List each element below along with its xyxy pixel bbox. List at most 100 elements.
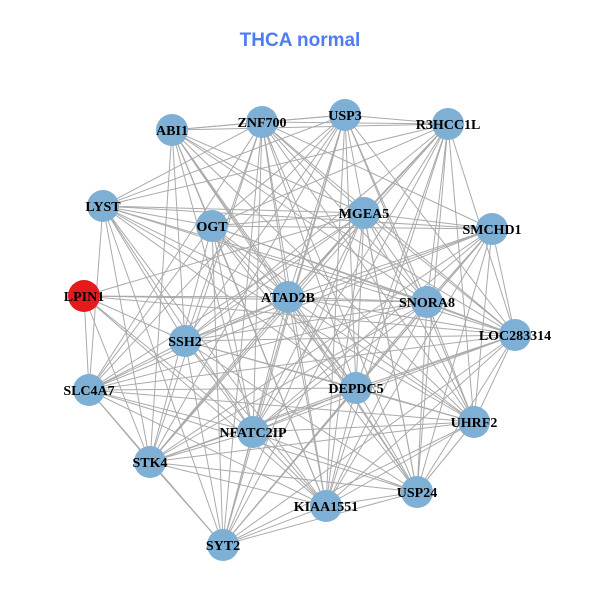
node-label: ATAD2B	[261, 291, 315, 306]
edge-USP3-UHRF2	[344, 114, 475, 423]
node-circle	[156, 114, 188, 146]
edge-OGT-ATAD2B	[211, 225, 289, 298]
node-KIAA1551[interactable]: KIAA1551	[294, 490, 359, 522]
node-OGT[interactable]: OGT	[196, 210, 228, 242]
edge-ATAD2B-SSH2	[184, 296, 289, 342]
edge-SMCHD1-SSH2	[184, 228, 493, 342]
node-UHRF2[interactable]: UHRF2	[451, 406, 498, 438]
node-R3HCC1L[interactable]: R3HCC1L	[416, 108, 481, 140]
edge-ZNF700-USP24	[261, 121, 418, 493]
edge-LOC283314-UHRF2	[473, 334, 516, 423]
edge-UHRF2-SYT2	[222, 421, 475, 546]
edge-ZNF700-SYT2	[222, 121, 263, 546]
edge-MGEA5-SMCHD1	[363, 212, 493, 230]
edge-LOC283314-NFATC2IP	[252, 334, 516, 433]
edge-ABI1-SNORA8	[171, 129, 428, 303]
edge-LPIN1-NFATC2IP	[83, 295, 254, 433]
node-circle	[68, 280, 100, 312]
edge-NFATC2IP-KIAA1551	[252, 431, 327, 507]
edge-SSH2-SLC4A7	[88, 340, 186, 391]
edge-NFATC2IP-UHRF2	[252, 421, 475, 433]
edge-LPIN1-STK4	[83, 295, 151, 463]
node-SLC4A7[interactable]: SLC4A7	[63, 374, 115, 406]
edge-layer	[83, 114, 516, 546]
node-NFATC2IP[interactable]: NFATC2IP	[219, 416, 287, 448]
node-circle	[458, 406, 490, 438]
edge-MGEA5-SNORA8	[363, 212, 428, 303]
edge-R3HCC1L-SSH2	[184, 123, 449, 342]
node-circle	[411, 286, 443, 318]
edge-STK4-USP24	[149, 461, 418, 493]
node-USP24[interactable]: USP24	[397, 476, 437, 508]
edge-LOC283314-SYT2	[222, 334, 516, 546]
node-DEPDC5[interactable]: DEPDC5	[328, 372, 384, 404]
edge-DEPDC5-UHRF2	[355, 387, 475, 423]
node-circle	[310, 490, 342, 522]
node-ABI1[interactable]: ABI1	[156, 114, 188, 146]
node-SMCHD1[interactable]: SMCHD1	[462, 213, 522, 245]
node-label: KIAA1551	[294, 500, 359, 515]
node-label: SLC4A7	[63, 384, 114, 399]
node-label: USP3	[328, 109, 361, 124]
node-LOC283314[interactable]: LOC283314	[479, 319, 551, 351]
node-SSH2[interactable]: SSH2	[168, 325, 202, 357]
edge-DEPDC5-USP24	[355, 387, 418, 493]
edge-USP3-LYST	[102, 114, 346, 207]
edge-SNORA8-SLC4A7	[88, 301, 428, 391]
edge-R3HCC1L-OGT	[211, 123, 449, 227]
edge-USP3-R3HCC1L	[344, 114, 449, 125]
edge-LYST-LOC283314	[102, 205, 516, 336]
node-circle	[272, 281, 304, 313]
edge-SLC4A7-NFATC2IP	[88, 389, 254, 433]
edge-LYST-MGEA5	[102, 205, 365, 214]
edge-LYST-STK4	[102, 205, 151, 463]
node-LYST[interactable]: LYST	[85, 190, 121, 222]
edge-LYST-SMCHD1	[102, 205, 493, 230]
edge-ATAD2B-KIAA1551	[287, 296, 327, 507]
edge-SNORA8-UHRF2	[426, 301, 475, 423]
node-circle	[73, 374, 105, 406]
edge-ZNF700-LOC283314	[261, 121, 516, 336]
node-label: STK4	[132, 456, 167, 471]
edge-R3HCC1L-NFATC2IP	[252, 123, 449, 433]
node-STK4[interactable]: STK4	[132, 446, 168, 478]
node-SYT2[interactable]: SYT2	[206, 529, 240, 561]
node-MGEA5[interactable]: MGEA5	[339, 197, 390, 229]
edge-SMCHD1-UHRF2	[473, 228, 493, 423]
edge-UHRF2-KIAA1551	[325, 421, 475, 507]
figure-title: THCA normal	[239, 30, 361, 51]
edge-ABI1-LOC283314	[171, 129, 516, 336]
edge-SSH2-USP24	[184, 340, 418, 493]
node-circle	[169, 325, 201, 357]
edge-ZNF700-LYST	[102, 121, 263, 207]
edge-USP3-SNORA8	[344, 114, 428, 303]
edge-SMCHD1-LOC283314	[491, 228, 516, 336]
edge-SSH2-NFATC2IP	[184, 340, 254, 433]
edge-LPIN1-LOC283314	[83, 295, 516, 336]
node-label: DEPDC5	[328, 382, 383, 397]
edge-R3HCC1L-KIAA1551	[325, 123, 449, 507]
edge-ATAD2B-STK4	[149, 296, 289, 463]
node-SNORA8[interactable]: SNORA8	[399, 286, 455, 318]
node-circle	[499, 319, 531, 351]
edge-LYST-UHRF2	[102, 205, 475, 423]
node-ZNF700[interactable]: ZNF700	[238, 106, 287, 138]
edge-MGEA5-NFATC2IP	[252, 212, 365, 433]
edge-STK4-SYT2	[149, 461, 224, 546]
node-USP3[interactable]: USP3	[328, 99, 362, 131]
edge-ABI1-NFATC2IP	[171, 129, 254, 433]
node-label: SMCHD1	[462, 223, 521, 238]
edge-ABI1-MGEA5	[171, 129, 365, 214]
edge-DEPDC5-SYT2	[222, 387, 357, 546]
node-label: NFATC2IP	[219, 426, 287, 441]
edge-R3HCC1L-DEPDC5	[355, 123, 449, 389]
node-LPIN1[interactable]: LPIN1	[64, 280, 104, 312]
edge-ZNF700-SLC4A7	[88, 121, 263, 391]
node-label: ZNF700	[238, 116, 287, 131]
node-ATAD2B[interactable]: ATAD2B	[261, 281, 315, 313]
node-circle	[134, 446, 166, 478]
edge-ATAD2B-UHRF2	[287, 296, 475, 423]
edge-MGEA5-KIAA1551	[325, 212, 365, 507]
node-circle	[207, 529, 239, 561]
